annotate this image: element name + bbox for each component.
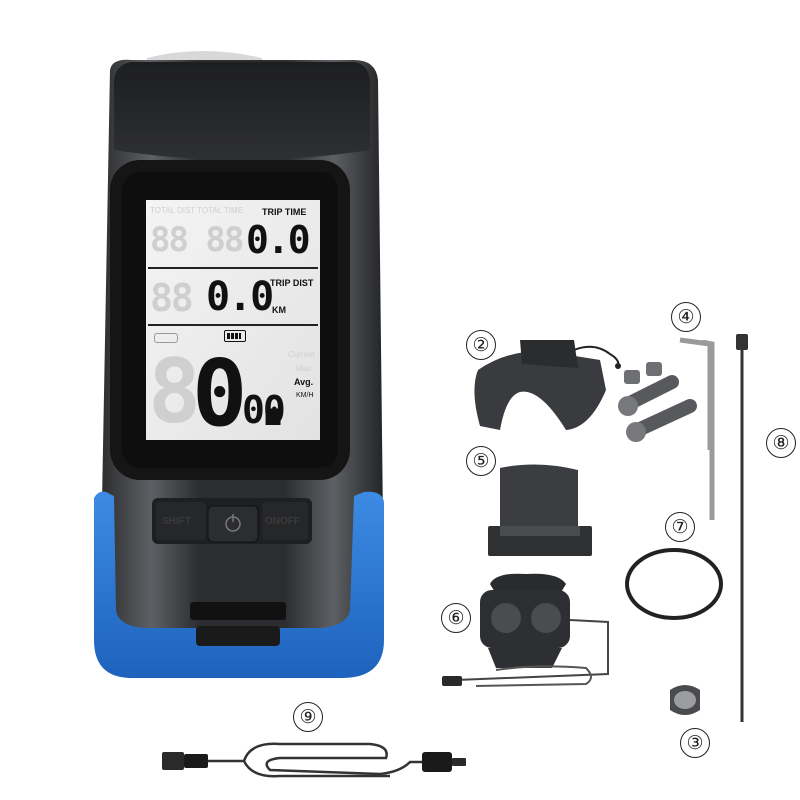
shift-button-label: SHIFT (162, 516, 191, 527)
callout-9: ⑨ (293, 702, 323, 732)
bike-mode-icon (154, 333, 178, 343)
ghost-speed-digit: 8 (148, 340, 201, 443)
device-body-graphic (94, 51, 384, 678)
ghost-digits-row2: 88 (150, 276, 194, 320)
ghost-current-label: Current (288, 350, 315, 359)
hex-key (701, 340, 715, 520)
avg-label: Avg. (294, 377, 314, 387)
km-label: KM (272, 305, 286, 315)
trip-dist-label: TRIP DIST (270, 278, 314, 288)
callout-3: ③ (680, 728, 710, 758)
battery-icon (224, 330, 246, 342)
speed-decimal: 00 (242, 388, 286, 432)
rubber-pad (488, 464, 592, 556)
callout-7: ⑦ (665, 512, 695, 542)
kmh-label: KM/H (296, 392, 314, 399)
ghost-digits-row1: 88 88 (150, 220, 244, 260)
o-ring (625, 548, 723, 620)
usb-cable (162, 742, 466, 778)
callout-4: ④ (671, 302, 701, 332)
callout-5: ⑤ (466, 446, 496, 476)
trip-time-value: 0.0 (246, 218, 311, 262)
rubber-washer (670, 685, 700, 715)
horn-module (442, 573, 609, 687)
ghost-max-label: Max. (296, 364, 314, 373)
speed-integer: 0. (192, 340, 301, 447)
bike-computer-headlight: TOTAL DIST TOTAL TIME TRIP TIME 88 88 0.… (92, 50, 392, 680)
callout-2: ② (466, 330, 496, 360)
callout-8: ⑧ (766, 428, 796, 458)
trip-dist-value: 0.0 (206, 274, 274, 320)
onoff-button-label: ONOFF (265, 516, 300, 527)
callout-6: ⑥ (441, 603, 471, 633)
cable-tie (736, 334, 748, 722)
handlebar-mount (474, 340, 621, 430)
ghost-top-labels: TOTAL DIST TOTAL TIME (150, 206, 244, 215)
trip-time-label: TRIP TIME (262, 207, 307, 217)
